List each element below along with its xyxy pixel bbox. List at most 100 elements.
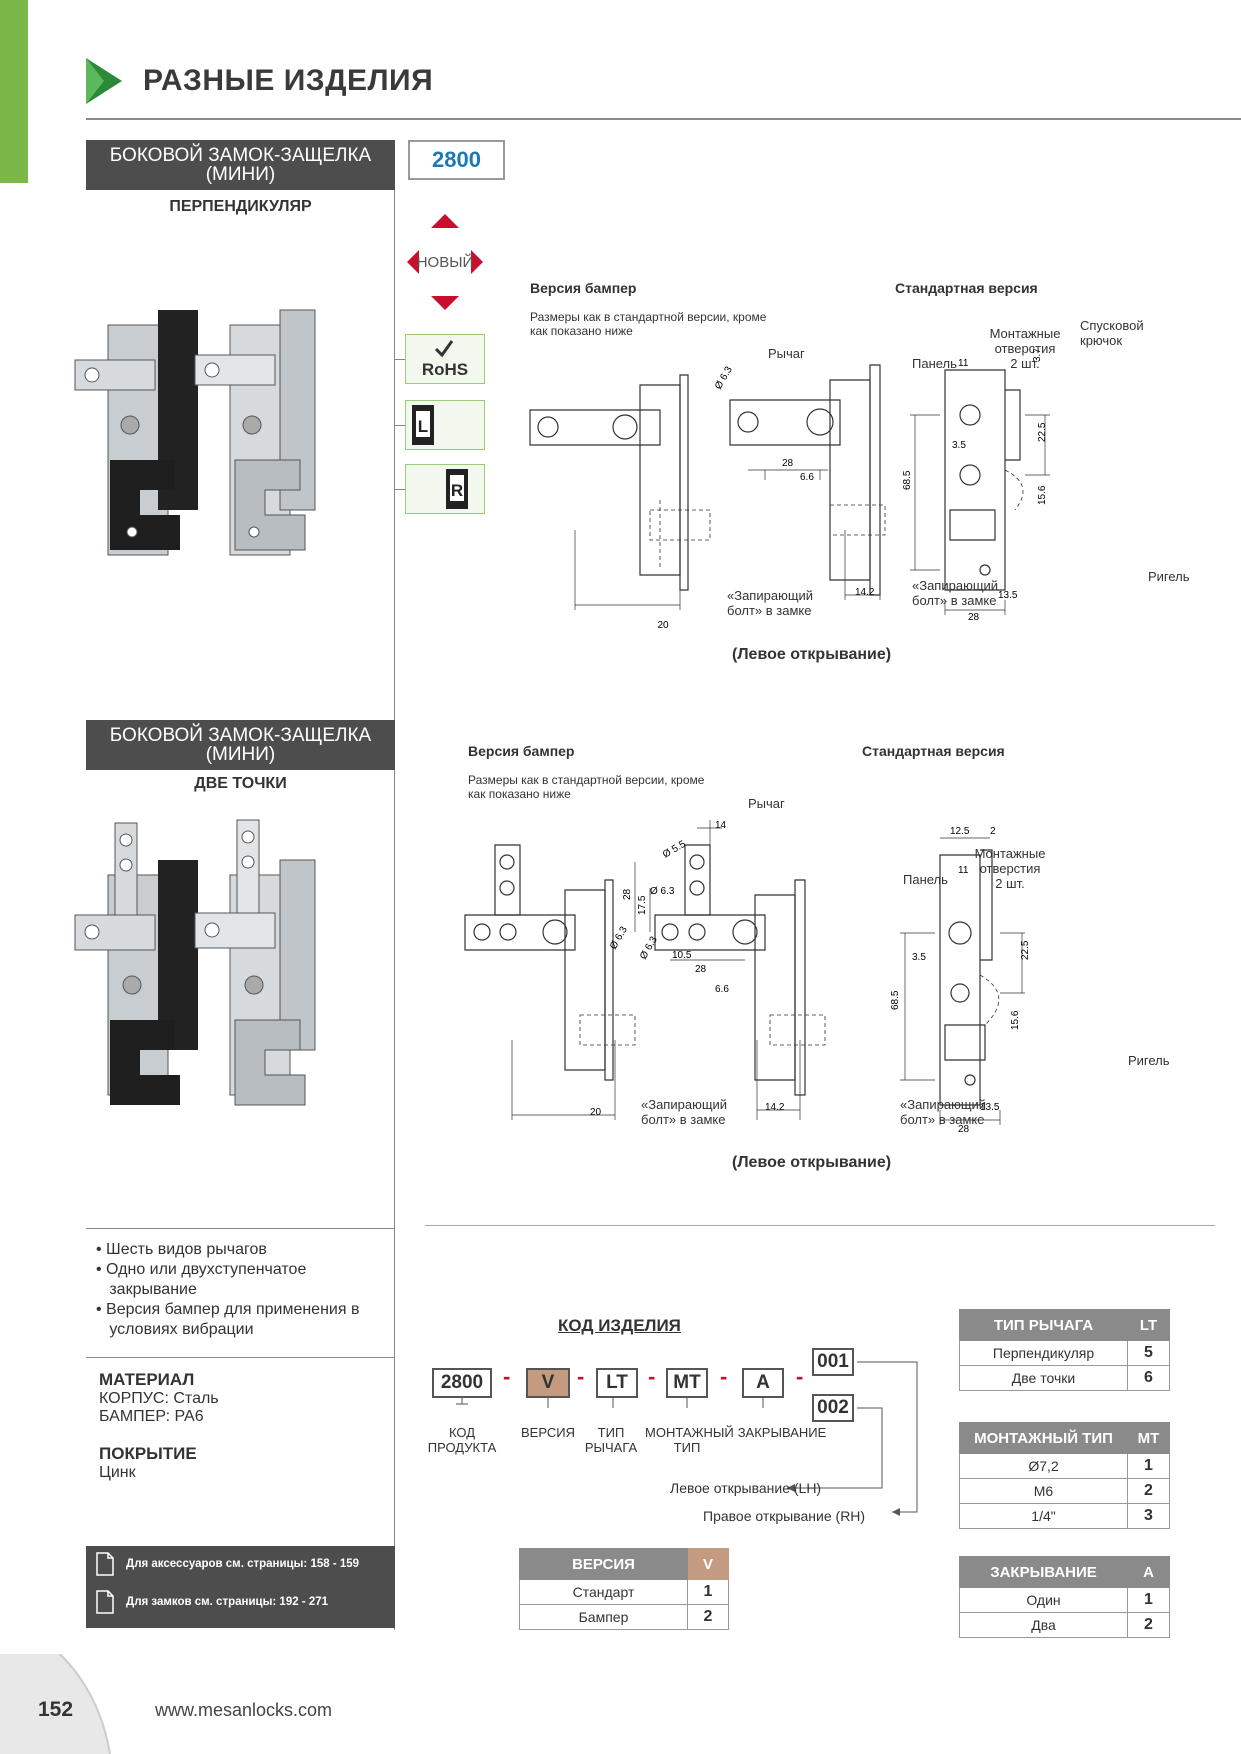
lever-name: Две точки [959,1365,1128,1391]
p1-dim-15-6: 15.6 [1037,485,1048,505]
p1-dim-d6-3: Ø 6.3 [713,364,735,391]
code-box-version: V [526,1368,570,1398]
p1-dim-11: 11 [958,358,969,369]
p2-caption: (Левое открывание) [732,1154,892,1171]
p1-bolt-label-1-line1: «Запирающий [727,588,814,603]
lever-name: Перпендикуляр [959,1340,1128,1366]
mount-type-table: МОНТАЖНЫЙ ТИП MT Ø7,2 1 M6 2 1/4" 3 [959,1422,1170,1529]
p2-lever-label: Рычаг [748,796,785,811]
code-label-product: КОД ПРОДУКТА [425,1425,499,1455]
closing-table-code: A [1127,1556,1170,1588]
product-1-subtitle: ПЕРПЕНДИКУЛЯР [169,198,312,215]
left-hand-label: L [418,417,428,436]
p2-dim-6-6: 6.6 [715,984,729,995]
locks-ref[interactable]: Для замков см. страницы: 192 - 271 [126,1596,329,1608]
mount-table-code: MT [1127,1422,1170,1454]
feature-item: • Версия бампер для применения в [96,1301,360,1318]
code-box-lever-type: LT [596,1368,638,1398]
material-divider [86,1357,395,1358]
p1-trigger-label: Спусковой крючок [1080,318,1144,348]
coating-value: Цинк [99,1464,136,1481]
feature-item: закрывание [96,1281,197,1298]
icon-connector [395,359,405,360]
p2-dim-d6-3-a: Ø 6.3 [650,886,675,897]
p2-dim-28-vert: 28 [622,888,633,900]
version-value: 2 [687,1604,729,1630]
code-label-lever-type: ТИП РЫЧАГА [580,1425,642,1455]
p1-caption: (Левое открывание) [732,646,892,663]
mount-value: 1 [1127,1453,1170,1479]
p1-bumper-note: Размеры как в стандартной версии, кроме … [530,310,766,338]
version-table-code: V [687,1548,729,1580]
p1-mount-holes-line1: Монтажные [989,326,1061,341]
p2-dim-3-5: 3.5 [912,952,926,963]
closing-name: Один [959,1587,1128,1613]
p1-dim-22-5: 22.5 [1037,422,1048,442]
code-box-mount-type: MT [666,1368,708,1398]
p2-bolt-label-2-line2: болт» в замке [900,1112,985,1127]
table-row: M6 2 [959,1478,1170,1504]
product-2-title-line1: БОКОВОЙ ЗАМОК-ЗАЩЕЛКА [109,725,372,746]
p1-dim-68-5: 68.5 [902,470,913,490]
closing-value: 2 [1127,1612,1170,1638]
code-dash: - [648,1364,656,1389]
rohs-label: RoHS [422,360,468,379]
green-accent-bar [0,0,28,183]
table-row: Бампер 2 [519,1604,729,1630]
p1-mount-holes-label: Монтажные отверстия 2 шт. [985,326,1065,371]
p1-lever-label: Рычаг [768,346,805,361]
p2-bumper-note-line2: как показано ниже [468,787,571,801]
product-2-title-line2: (МИНИ) [205,744,276,765]
p1-dim-3-5: 3.5 [952,440,966,451]
p1-bolt-label-1: «Запирающий болт» в замке [727,588,813,618]
p2-bolt-label-1-line2: болт» в замке [641,1112,726,1127]
icon-connector [395,425,405,426]
new-arrows-icon [407,214,483,310]
feature-item: • Одно или двухступенчатое [96,1261,307,1278]
reference-box: Для аксессуаров см. страницы: 158 - 159 … [86,1546,395,1628]
p2-dim-10-5: 10.5 [672,950,692,961]
code-box-product: 2800 [432,1368,492,1398]
p1-rigel-label: Ригель [1148,569,1190,584]
p1-bolt-label-2-line2: болт» в замке [912,593,997,608]
closing-value: 1 [1127,1587,1170,1613]
new-badge-label: НОВЫЙ [416,254,474,271]
mount-table-header: МОНТАЖНЫЙ ТИП [959,1422,1128,1454]
p1-dim-3-7: 3.7 [1032,348,1043,362]
website-link[interactable]: www.mesanlocks.com [155,1700,333,1720]
product-1-title-line1: БОКОВОЙ ЗАМОК-ЗАЩЕЛКА [109,145,372,166]
p2-bolt-label-1-line1: «Запирающий [641,1097,728,1112]
code-label-mount-type-line1: МОНТАЖНЫЙ [645,1425,734,1440]
material-title: МАТЕРИАЛ [99,1370,195,1389]
lever-table-code: LT [1127,1309,1170,1341]
p2-dim-11: 11 [958,865,969,876]
code-box-001: 001 [812,1348,854,1376]
features-list: • Шесть видов рычагов • Одно или двухсту… [96,1240,359,1340]
p2-dim-68-5: 68.5 [890,990,901,1010]
product-2-subtitle: ДВЕ ТОЧКИ [194,775,287,792]
accessories-ref[interactable]: Для аксессуаров см. страницы: 158 - 159 [126,1558,360,1570]
p2-dim-13-5: 13.5 [980,1102,1000,1113]
material-bumper: БАМПЕР: PA6 [99,1408,204,1425]
p2-bolt-label-1: «Запирающий болт» в замке [641,1097,727,1127]
p2-dim-17-5: 17.5 [637,895,648,915]
code-label-lever-type-line1: ТИП [597,1425,625,1440]
mount-value: 2 [1127,1478,1170,1504]
product-1-technical-drawing: 20 28 6.6 Ø 6.3 14.2 68.5 3.5 11 3.7 22.… [529,348,1050,630]
code-section-divider [425,1225,1215,1226]
product-2-technical-drawing: 20 14 Ø 5.5 Ø 6.3 Ø 6.3 Ø 6.3 28 17.5 10… [464,820,1031,1135]
code-box-002: 002 [812,1394,854,1422]
rohs-icon: RoHS [405,334,485,384]
p2-bumper-note: Размеры как в стандартной версии, кроме … [468,773,704,801]
version-name: Бампер [519,1604,688,1630]
mount-value: 3 [1127,1503,1170,1529]
p1-bolt-label-2: «Запирающий болт» в замке [912,578,998,608]
footer-curve-decoration [0,1654,111,1754]
p2-dim-20: 20 [590,1107,602,1118]
closing-name: Два [959,1612,1128,1638]
p1-dim-13-5: 13.5 [998,590,1018,601]
title-divider [86,118,1241,120]
p1-bumper-note-line2: как показано ниже [530,324,633,338]
p2-bumper-title: Версия бампер [468,743,575,759]
p1-bumper-title: Версия бампер [530,280,637,296]
